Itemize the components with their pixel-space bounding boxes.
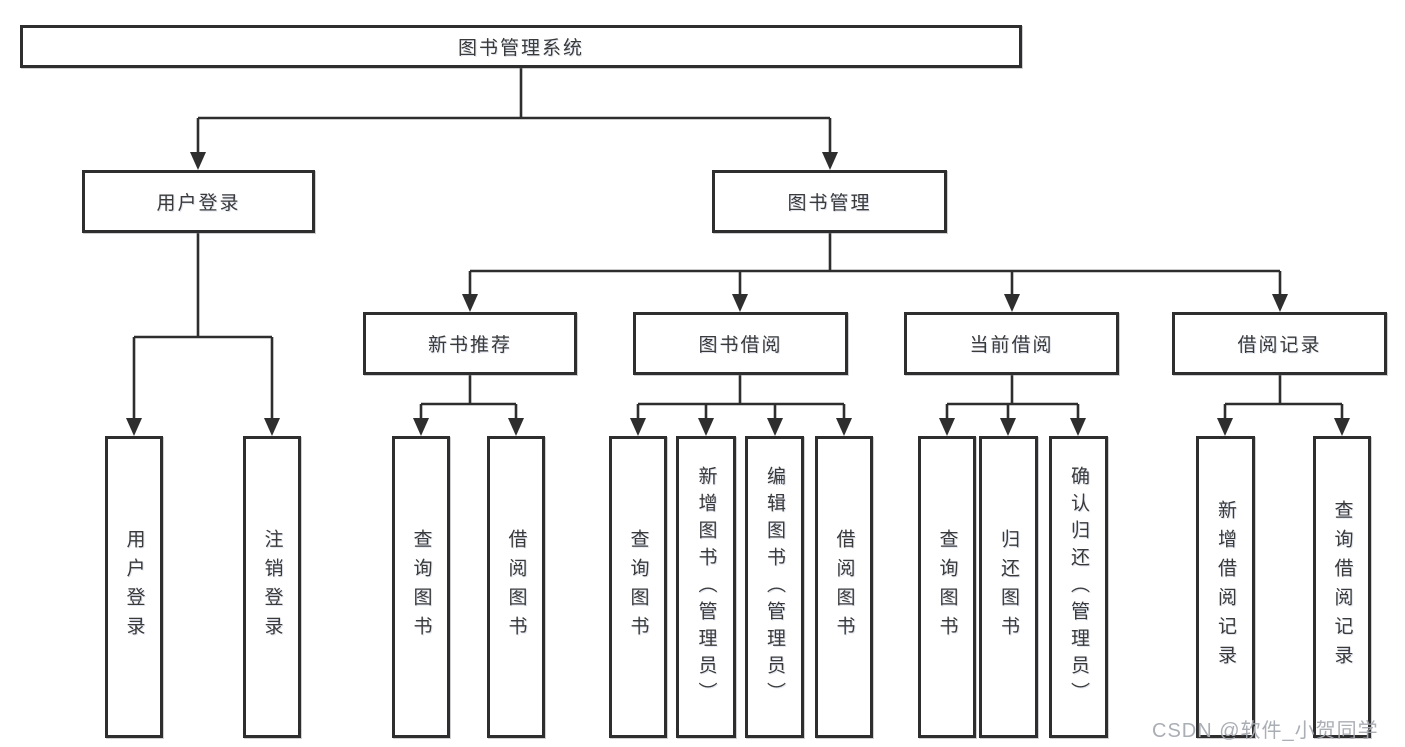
edge-root-to-level2	[190, 68, 838, 170]
node-new-book-recommend: 新书推荐	[363, 312, 577, 375]
leaf-add-borrow-record: 新增借阅记录	[1196, 436, 1255, 738]
node-borrow-records: 借阅记录	[1172, 312, 1387, 375]
csdn-watermark: CSDN @软件_小贺同学	[1152, 720, 1379, 742]
leaf-return-book: 归还图书	[979, 436, 1038, 738]
node-label: 借阅记录	[1237, 335, 1322, 356]
leaf-user-login: 用户登录	[105, 436, 163, 738]
node-label: 图书管理	[787, 193, 872, 214]
node-label: 用户登录	[123, 529, 145, 645]
leaf-logout: 注销登录	[243, 436, 301, 738]
edge-book-borrow-children	[630, 375, 852, 436]
edge-borrow-records-children	[1217, 375, 1350, 436]
leaf-borrow-books: 借阅图书	[815, 436, 873, 738]
node-user-login: 用户登录	[82, 170, 315, 233]
node-label: 当前借阅	[969, 335, 1054, 356]
leaf-query-books-borrow: 查询图书	[609, 436, 667, 738]
edge-user-login-children	[126, 233, 280, 436]
edge-current-borrow-children	[939, 375, 1086, 436]
node-label: 查询借阅记录	[1331, 500, 1353, 674]
node-label: 查询图书	[410, 529, 432, 645]
node-book-management: 图书管理	[712, 170, 947, 233]
leaf-add-book-admin: 新增图书（管理员）	[676, 436, 736, 738]
node-label: 编辑图书（管理员）	[764, 465, 785, 709]
leaf-edit-book-admin: 编辑图书（管理员）	[745, 436, 804, 738]
leaf-confirm-return-admin: 确认归还（管理员）	[1049, 436, 1108, 738]
leaf-borrow-books-recommend: 借阅图书	[487, 436, 545, 738]
node-label: 确认归还（管理员）	[1068, 465, 1089, 709]
node-label: 新书推荐	[427, 335, 512, 356]
node-label: 图书借阅	[698, 335, 783, 356]
leaf-query-borrow-record: 查询借阅记录	[1313, 436, 1371, 738]
node-library-management-system: 图书管理系统	[20, 25, 1022, 68]
node-label: 借阅图书	[505, 529, 527, 645]
node-current-borrow: 当前借阅	[904, 312, 1119, 375]
edge-new-book-recommend-children	[413, 375, 524, 436]
node-label: 新增借阅记录	[1215, 500, 1236, 674]
edge-book-management-children	[462, 233, 1288, 312]
node-label: 图书管理系统	[457, 38, 584, 59]
leaf-query-books-current: 查询图书	[918, 436, 976, 738]
node-label: 新增图书（管理员）	[695, 465, 717, 709]
node-label: 用户登录	[156, 193, 241, 214]
node-label: 查询图书	[936, 529, 958, 645]
leaf-query-books-recommend: 查询图书	[392, 436, 450, 738]
node-label: 归还图书	[998, 529, 1019, 645]
node-label: 注销登录	[261, 529, 283, 645]
node-label: 借阅图书	[833, 529, 855, 645]
node-label: 查询图书	[627, 529, 649, 645]
node-book-borrow: 图书借阅	[633, 312, 848, 375]
